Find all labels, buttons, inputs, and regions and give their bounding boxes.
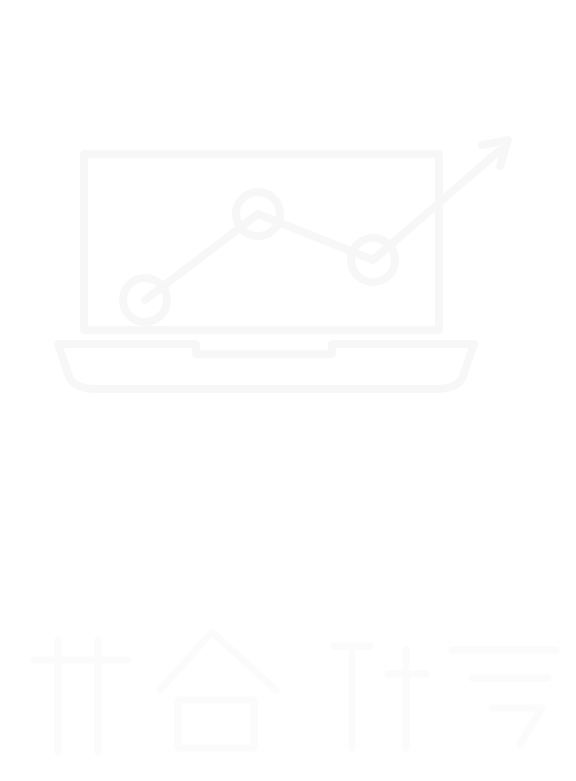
- growth-line: [141, 146, 504, 304]
- faint-grid-icon: [30, 636, 132, 756]
- laptop-growth-chart-icon: [54, 136, 512, 393]
- data-point-3: [347, 234, 399, 286]
- data-point-1: [119, 274, 171, 326]
- laptop-base: [54, 340, 478, 393]
- faint-arrow-icon: [448, 646, 560, 748]
- faint-house-icon: [156, 628, 280, 752]
- partial-white-icons-strip: [30, 628, 560, 756]
- faint-bars-icon: [330, 642, 430, 752]
- data-point-2: [232, 188, 284, 240]
- growth-arrow-head: [478, 136, 512, 170]
- laptop-screen: [80, 150, 443, 334]
